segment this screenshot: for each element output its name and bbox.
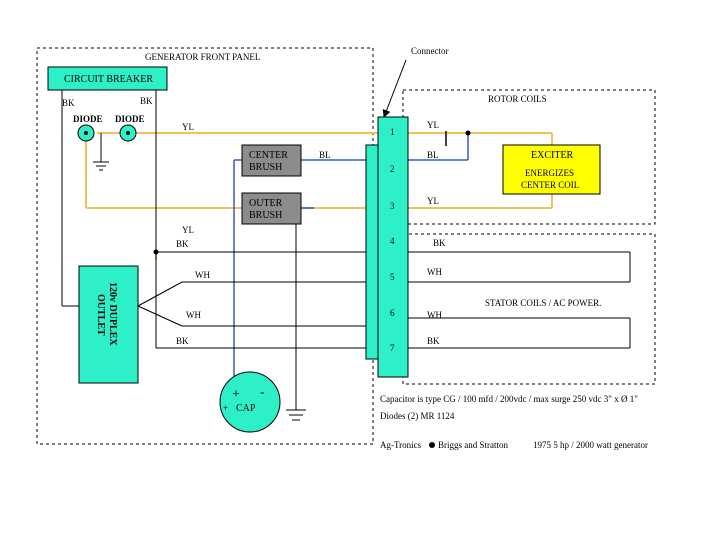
wire-label-bk-pin4: BK: [433, 238, 446, 248]
wire-label-wh-pin6: WH: [427, 310, 442, 320]
connector-pin-1: 1: [390, 127, 395, 137]
black-wires: [61, 90, 631, 410]
exciter-line1: EXCITER: [531, 150, 574, 161]
ground-icon: [93, 161, 109, 171]
connector-arrow: [382, 59, 407, 118]
center-brush-box: [241, 144, 302, 177]
capacitor-icon: [219, 371, 281, 433]
wire-label-yl-pin1: YL: [427, 120, 439, 130]
connector-pin-6: 6: [390, 308, 395, 318]
connector-pin-2: 2: [390, 164, 395, 174]
blue-wires: [233, 133, 469, 393]
exciter-line2: ENERGIZES: [525, 168, 574, 178]
circuit-breaker-label: CIRCUIT BREAKER: [64, 74, 153, 85]
generator-model: 1975 5 hp / 2000 watt generator: [533, 440, 648, 450]
capacitor-label: CAP: [236, 403, 256, 414]
diode-right-label: DIODE: [115, 114, 145, 124]
capacitor-plus: +: [232, 387, 240, 402]
connector-pin-4: 4: [390, 236, 395, 246]
capacitor-plus-small: +: [223, 403, 228, 413]
diode-right-dot: [126, 131, 130, 135]
wire-label-yl-pin3: YL: [427, 196, 439, 206]
capacitor-note: Capacitor is type CG / 100 mfd / 200vdc …: [380, 394, 638, 404]
ground-icon: [286, 409, 306, 421]
wire-label-yl-top: YL: [182, 122, 194, 132]
exciter-box: [502, 144, 601, 195]
wire-label-bk-left: BK: [62, 98, 75, 108]
wire-label-wh-pin5: WH: [427, 267, 442, 277]
connector-block: [377, 116, 409, 378]
wire-label-bk-pin7: BK: [427, 336, 440, 346]
diode-left-dot: [84, 131, 88, 135]
outlet-label-line2: OUTLET: [95, 294, 106, 336]
junction-dot: [153, 249, 159, 255]
connector-pin-7: 7: [390, 343, 395, 353]
wire-label-yl-mid: YL: [182, 225, 194, 235]
bullet-icon: [429, 442, 435, 448]
brand-left: Ag-Tronics: [380, 440, 422, 450]
panel-title: GENERATOR FRONT PANEL: [145, 52, 260, 62]
exciter-line3: CENTER COIL: [521, 180, 579, 190]
connector-pin-5: 5: [390, 272, 395, 282]
junction-dot: [465, 130, 471, 136]
circuit-breaker-box: [47, 66, 168, 91]
wire-label-bl-center: BL: [319, 150, 331, 160]
generator-front-panel-frame: [36, 47, 374, 445]
wire-label-bk-right: BK: [140, 96, 153, 106]
wire-label-bk-mid: BK: [176, 239, 189, 249]
connector-label: Connector: [411, 46, 449, 56]
diodes-note: Diodes (2) MR 1124: [380, 411, 455, 421]
wire-label-bl-pin2: BL: [427, 150, 439, 160]
wire-label-bk-lower: BK: [176, 336, 189, 346]
rotor-coils-title: ROTOR COILS: [488, 94, 547, 104]
connector-pin-3: 3: [390, 201, 395, 211]
wire-label-wh-lower: WH: [186, 310, 201, 320]
duplex-outlet-box: [78, 265, 139, 384]
wire-label-wh-upper: WH: [195, 270, 210, 280]
center-brush-label-line1: CENTER: [249, 150, 288, 161]
outer-brush-label-line1: OUTER: [249, 198, 283, 209]
center-brush-label-line2: BRUSH: [249, 162, 282, 173]
stator-coils-title: STATOR COILS / AC POWER.: [485, 298, 601, 308]
outer-brush-box: [241, 192, 302, 225]
outlet-label-line1: 120v DUPLEX: [107, 282, 118, 346]
stator-coils-frame: [402, 233, 656, 385]
brand-right: Briggs and Stratton: [438, 440, 508, 450]
capacitor-minus: -: [260, 385, 265, 400]
diode-left-label: DIODE: [73, 114, 103, 124]
outer-brush-label-line2: BRUSH: [249, 210, 282, 221]
